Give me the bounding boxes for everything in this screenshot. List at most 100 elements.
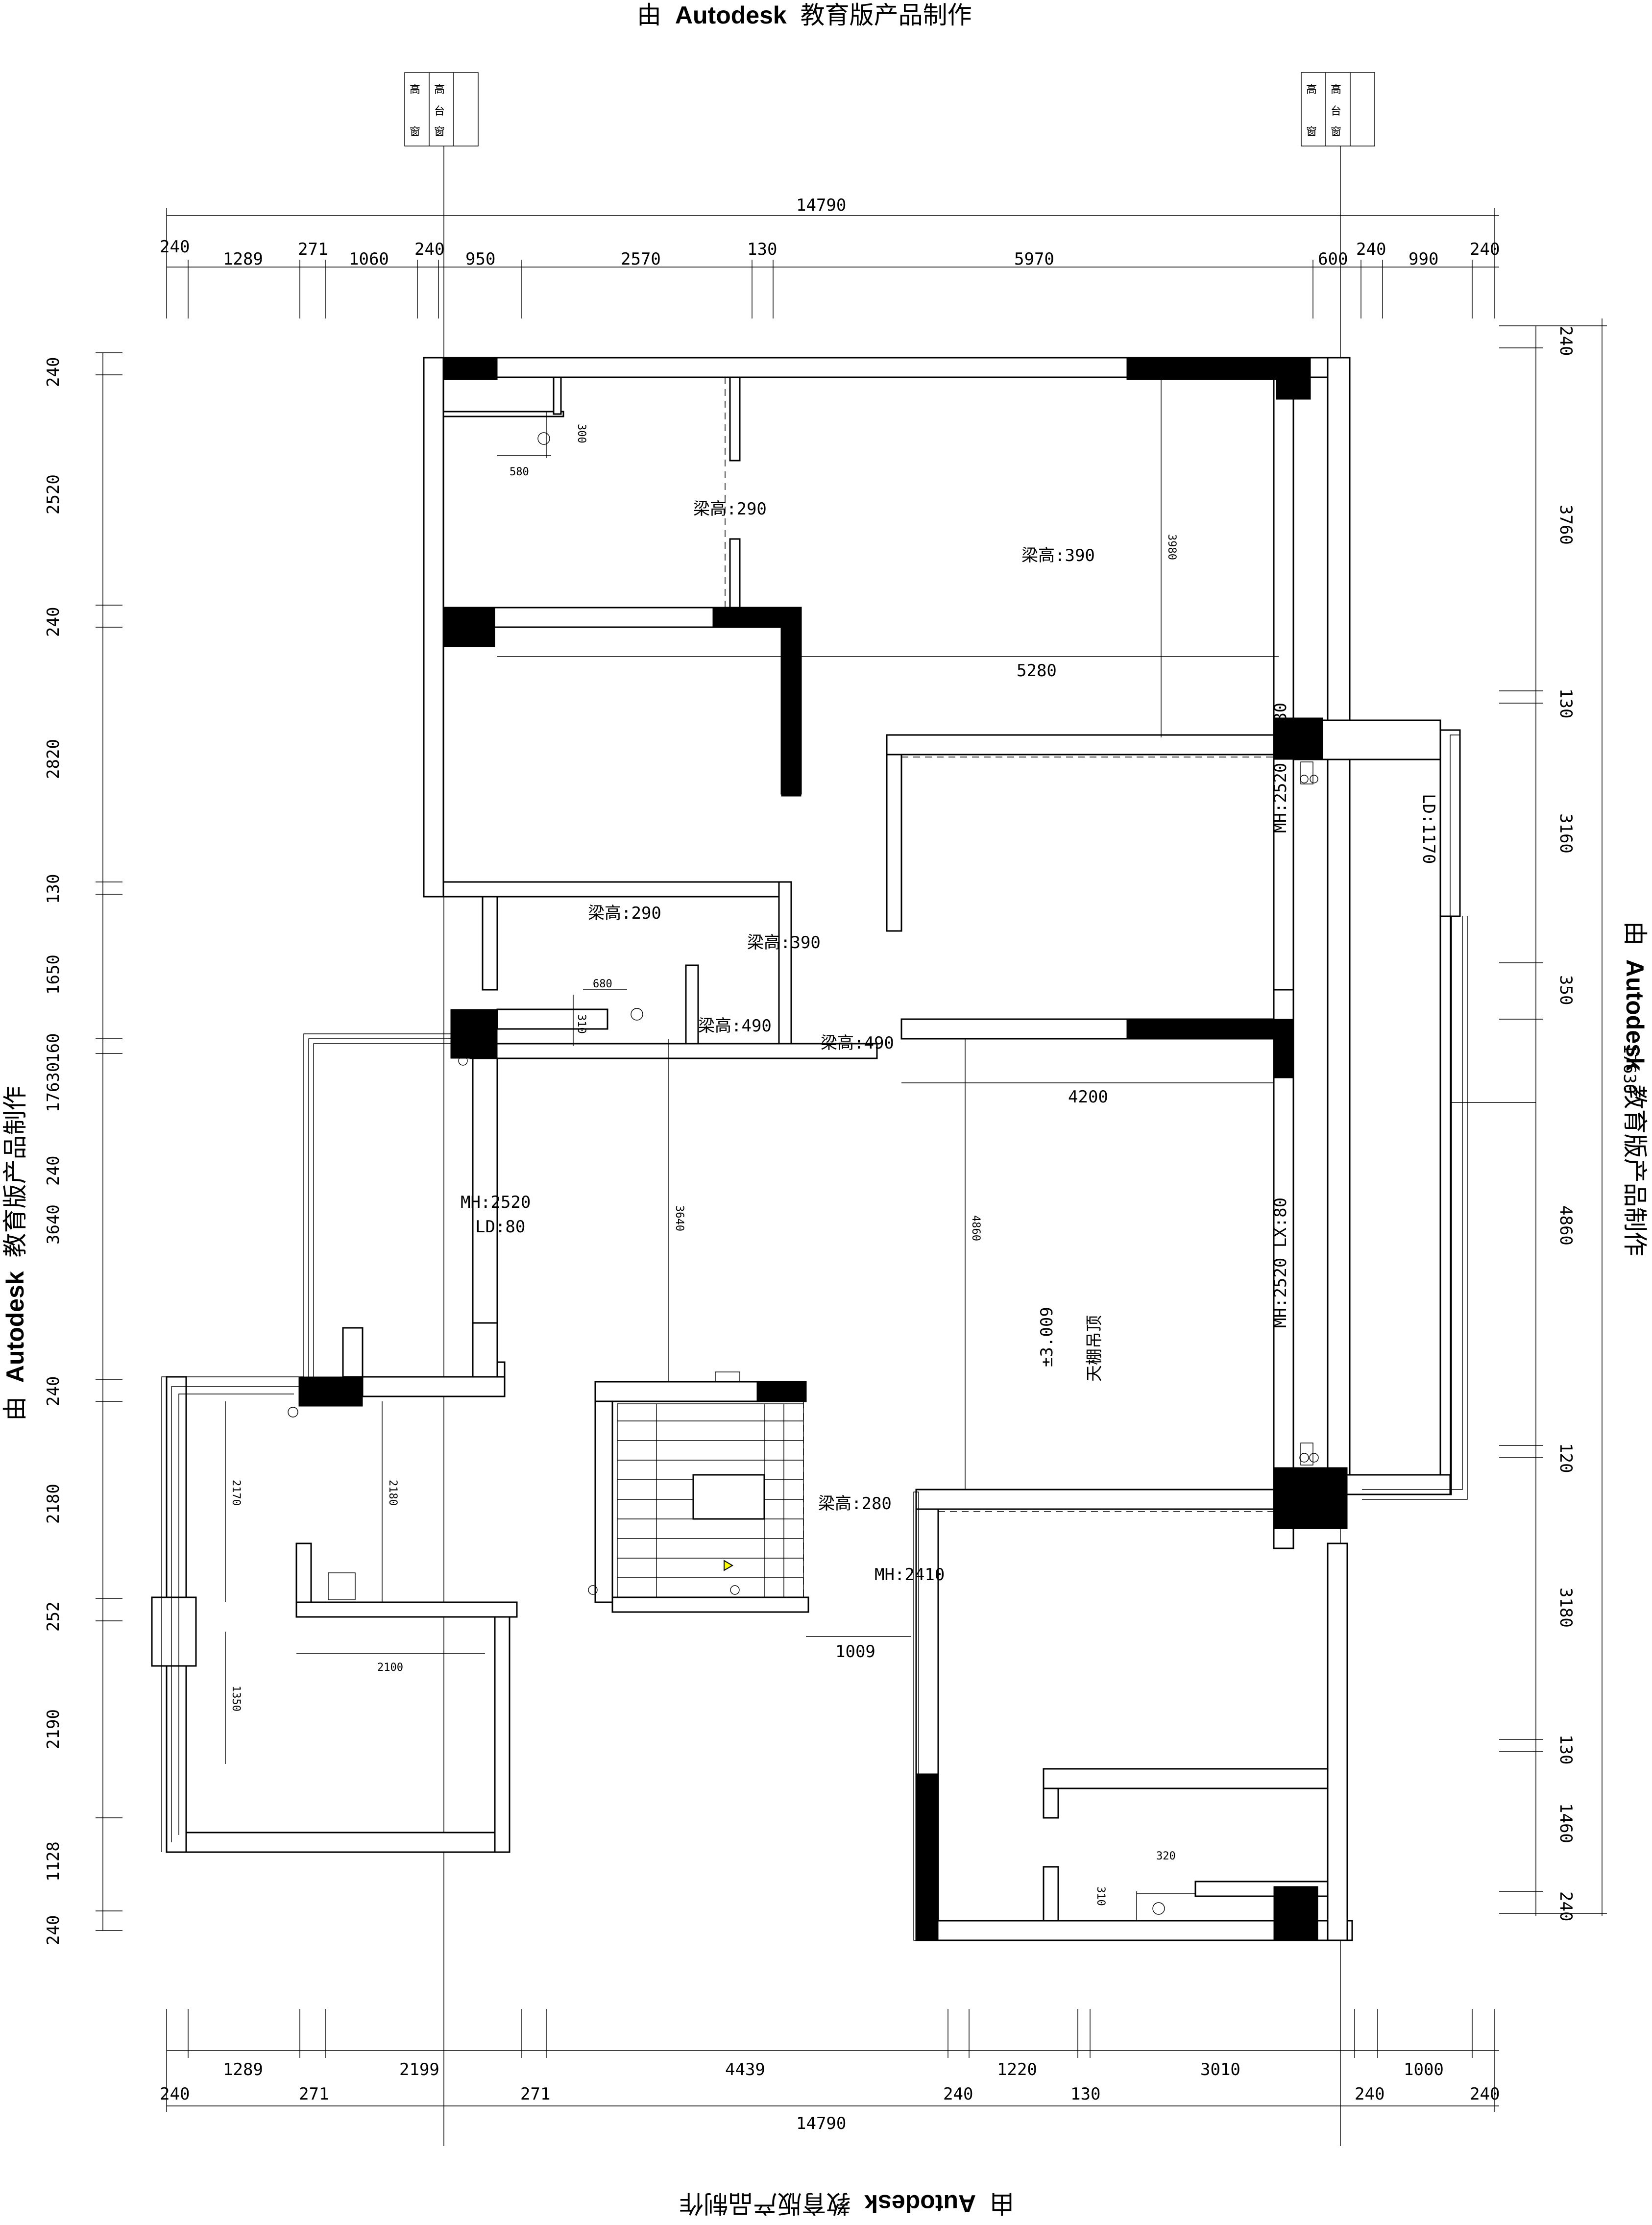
svg-text:由 Autodesk 教育版产品制作: 由 Autodesk 教育版产品制作 [679, 2190, 1014, 2217]
svg-text:台: 台 [434, 105, 445, 118]
svg-text:5970: 5970 [1014, 249, 1054, 269]
svg-text:MH:2520 LX:80: MH:2520 LX:80 [1271, 1198, 1290, 1328]
svg-text:MH:2520: MH:2520 [461, 1193, 531, 1212]
svg-text:4200: 4200 [1068, 1087, 1108, 1107]
svg-text:130: 130 [44, 874, 63, 904]
svg-text:LD:1170: LD:1170 [1419, 794, 1438, 864]
svg-text:240: 240 [1556, 326, 1576, 356]
room-labels: 梁高:290 梁高:390 梁高:290 梁高:390 梁高:490 梁高:49… [461, 499, 1438, 1585]
svg-text:2820: 2820 [44, 739, 63, 779]
dimension-bottom: 1289 2199 4439 1220 3010 1000 240 271 27… [160, 2009, 1500, 2133]
svg-text:1009: 1009 [835, 1642, 875, 1662]
svg-text:3180: 3180 [1556, 1588, 1576, 1628]
svg-text:240: 240 [1356, 240, 1386, 259]
svg-text:梁高:290: 梁高:290 [588, 904, 661, 923]
svg-text:2180: 2180 [387, 1480, 399, 1506]
svg-text:240: 240 [414, 240, 444, 259]
svg-text:MH:2520 LX:80: MH:2520 LX:80 [1271, 703, 1290, 833]
svg-text:梁高:490: 梁高:490 [821, 1033, 894, 1053]
svg-text:240: 240 [943, 2084, 973, 2104]
svg-text:240: 240 [44, 1376, 63, 1406]
svg-text:窗: 窗 [1331, 126, 1341, 138]
svg-text:240: 240 [1470, 240, 1500, 259]
svg-text:680: 680 [593, 978, 612, 990]
svg-text:1060: 1060 [349, 249, 389, 269]
svg-text:2190: 2190 [44, 1709, 63, 1749]
svg-text:高: 高 [410, 84, 420, 96]
svg-text:1350: 1350 [230, 1686, 242, 1712]
svg-text:梁高:490: 梁高:490 [698, 1016, 772, 1036]
svg-text:2100: 2100 [377, 1662, 403, 1674]
svg-text:2170: 2170 [230, 1480, 242, 1506]
svg-text:1289: 1289 [223, 249, 263, 269]
svg-text:2180: 2180 [44, 1484, 63, 1524]
svg-text:240: 240 [160, 237, 190, 257]
svg-text:3640: 3640 [44, 1204, 63, 1245]
svg-text:±3.009: ±3.009 [1037, 1307, 1057, 1367]
svg-text:LD:80: LD:80 [475, 1217, 525, 1237]
svg-text:1460: 1460 [1556, 1803, 1576, 1843]
svg-text:240: 240 [1355, 2084, 1385, 2104]
svg-text:3160: 3160 [1556, 813, 1576, 854]
dimension-top: 14790 240 1289 271 1060 240 950 2570 130… [160, 196, 1500, 318]
svg-text:252: 252 [44, 1602, 63, 1632]
svg-text:320: 320 [1156, 1850, 1176, 1862]
svg-text:1289: 1289 [223, 2060, 263, 2079]
dimension-right: 240 3760 130 3160 350 4860 120 3180 130 … [44, 318, 1639, 1921]
svg-text:MH:2410: MH:2410 [875, 1565, 945, 1585]
watermark-top: 由 Autodesk 教育版产品制作 [637, 1, 972, 29]
svg-text:高: 高 [1306, 84, 1317, 96]
inner-dimension-lines [225, 380, 1279, 1921]
svg-text:2570: 2570 [621, 249, 661, 269]
svg-text:4439: 4439 [725, 2060, 765, 2079]
svg-text:240: 240 [44, 1915, 63, 1945]
svg-text:240: 240 [1556, 1891, 1576, 1921]
svg-text:240: 240 [44, 607, 63, 637]
svg-text:3640: 3640 [673, 1205, 685, 1231]
svg-text:天棚吊顶: 天棚吊顶 [1085, 1315, 1104, 1382]
svg-text:14790: 14790 [796, 2114, 846, 2133]
inner-dimension-labels: 300 580 3980 5280 680 310 4200 3640 4860… [230, 424, 1178, 1906]
svg-text:130: 130 [1556, 1735, 1576, 1764]
svg-text:梁高:290: 梁高:290 [693, 499, 767, 519]
svg-text:梁高:280: 梁高:280 [818, 1494, 892, 1514]
svg-text:350: 350 [1556, 975, 1576, 1005]
svg-text:高: 高 [1331, 84, 1341, 96]
svg-text:14790: 14790 [796, 196, 846, 215]
svg-text:1650: 1650 [44, 954, 63, 995]
svg-text:120: 120 [1556, 1443, 1576, 1473]
watermark-bottom: 由 Autodesk 教育版产品制作 [679, 2190, 1014, 2217]
svg-text:4860: 4860 [970, 1215, 982, 1241]
svg-text:4860: 4860 [1556, 1205, 1576, 1246]
svg-text:950: 950 [465, 249, 495, 269]
svg-text:3010: 3010 [1200, 2060, 1240, 2079]
svg-text:130: 130 [747, 240, 777, 259]
svg-text:梁高:390: 梁高:390 [1021, 546, 1095, 565]
staircase [617, 1403, 804, 1598]
svg-text:580: 580 [510, 466, 529, 478]
svg-text:3760: 3760 [1556, 505, 1576, 545]
svg-text:3980: 3980 [1166, 534, 1178, 560]
svg-text:240: 240 [44, 357, 63, 387]
svg-text:高: 高 [434, 84, 445, 96]
svg-text:由 Autodesk 教育版产品制作: 由 Autodesk 教育版产品制作 [637, 1, 972, 29]
svg-text:271: 271 [298, 240, 328, 259]
svg-text:130: 130 [1556, 688, 1576, 718]
svg-text:271: 271 [520, 2084, 550, 2104]
svg-text:1128: 1128 [44, 1841, 63, 1882]
svg-text:240: 240 [44, 1156, 63, 1186]
svg-text:240: 240 [160, 2084, 190, 2104]
svg-text:1220: 1220 [997, 2060, 1037, 2079]
structural-columns [298, 357, 1348, 1941]
svg-text:台: 台 [1331, 105, 1341, 118]
svg-text:160: 160 [44, 1033, 63, 1063]
fixtures [288, 432, 1319, 1915]
svg-text:17630: 17630 [1620, 1044, 1639, 1094]
svg-text:2520: 2520 [44, 474, 63, 514]
svg-text:17630: 17630 [44, 1062, 63, 1112]
svg-text:窗: 窗 [1306, 126, 1317, 138]
svg-text:窗: 窗 [434, 126, 445, 138]
dimension-left: 240 2520 240 2820 130 1650 160 240 3640 … [44, 352, 122, 1945]
svg-text:240: 240 [1470, 2084, 1500, 2104]
